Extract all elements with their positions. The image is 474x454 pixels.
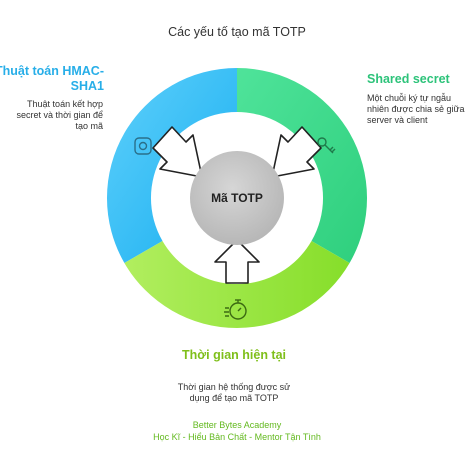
key-icon	[317, 137, 336, 154]
secret-description: Một chuỗi ký tự ngẫu nhiên được chia sẻ …	[367, 93, 465, 125]
hmac-title: Thuật toán HMAC-SHA1	[0, 64, 104, 93]
stopwatch-icon	[224, 299, 247, 320]
diagram-title: Các yếu tố tạo mã TOTP	[168, 25, 306, 39]
ring-segment-time	[124, 241, 350, 329]
center-label: Mã TOTP	[211, 191, 263, 205]
secret-title: Shared secret	[367, 72, 450, 86]
ring-segment-hmac	[106, 68, 237, 263]
footer-slogan: Học Kĩ - Hiểu Bản Chất - Mentor Tận Tình	[153, 432, 321, 442]
arrow-from-hmac	[152, 126, 203, 178]
ring-segment-secret	[237, 68, 368, 263]
arrow-from-time	[214, 239, 260, 284]
hmac-description: Thuật toán kết hợp secret và thời gian đ…	[16, 99, 103, 131]
time-title: Thời gian hiện tại	[181, 348, 287, 362]
center-circle	[190, 151, 284, 245]
footer-academy: Better Bytes Academy	[192, 420, 282, 430]
settings-icon	[134, 137, 152, 155]
time-description: Thời gian hệ thống được sử dụng để tạo m…	[177, 382, 291, 403]
arrow-from-secret	[271, 126, 322, 178]
